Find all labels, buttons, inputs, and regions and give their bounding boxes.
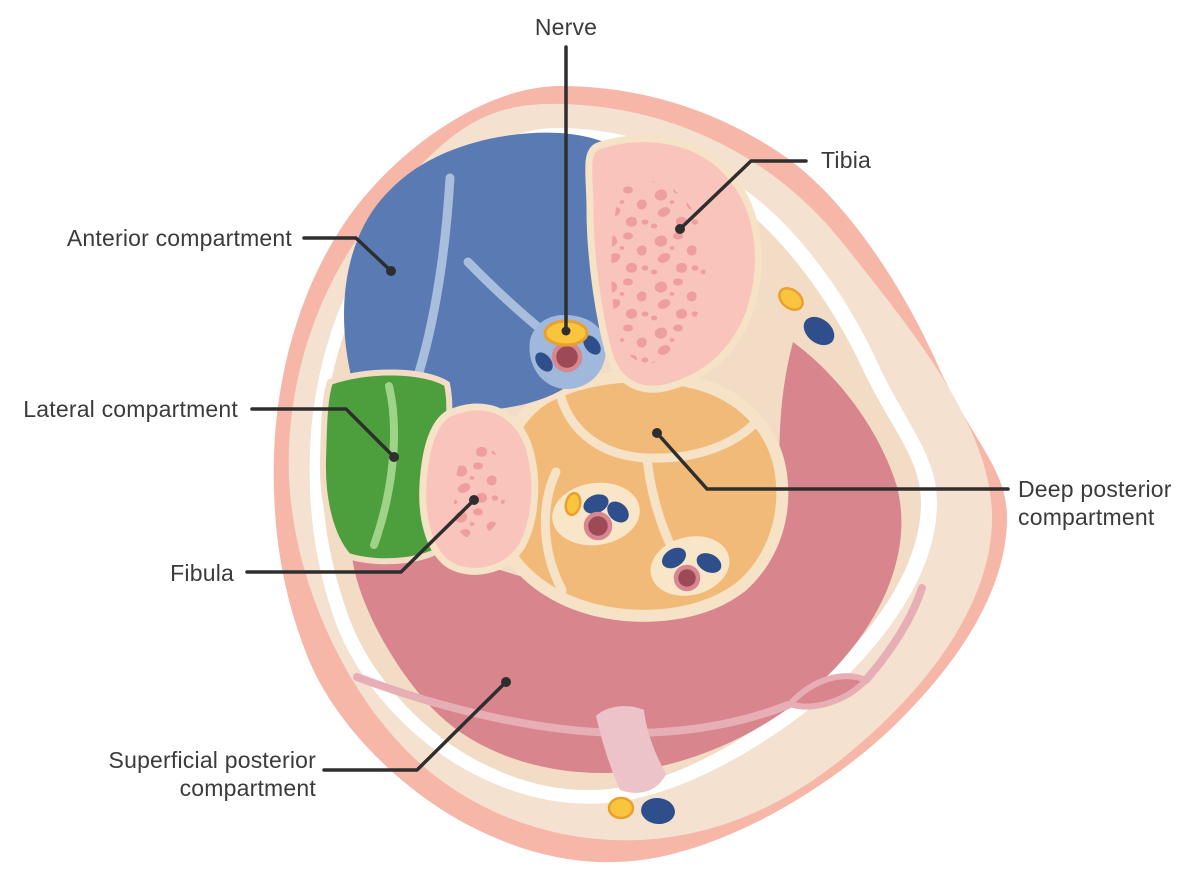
fibula-leader-line (245, 498, 476, 574)
lateral-leader-line (250, 407, 396, 459)
superficial-leader-line (322, 680, 508, 772)
tibial-nerve (564, 491, 582, 517)
sural-nerve-bottom (607, 796, 635, 820)
anterior-leader-dot (386, 266, 396, 276)
saphenous-bundle-top (778, 287, 835, 346)
anterior-vein-1 (583, 335, 601, 355)
tibia-label: Tibia (821, 147, 871, 173)
anterior-compartment (344, 132, 623, 411)
nerve-leader-dot (561, 326, 571, 336)
tibia-leader-dot (675, 224, 685, 234)
superficial-posterior-muscle (352, 342, 902, 774)
muscle-belly-gap (596, 706, 666, 793)
superficial-label-line1: Superficial posterior (108, 747, 316, 773)
posterior-tibial-vein-1 (583, 494, 609, 514)
saphenous-bundle-bottom (607, 796, 675, 825)
fibula-trabecular-speckles (454, 446, 506, 539)
lateral-compartment-label: Lateral compartment (23, 396, 238, 422)
muscle-tendon-streak-upper (862, 584, 926, 684)
peroneal-artery (673, 564, 701, 592)
posterior-tibial-vein-2 (607, 501, 629, 523)
peroneal-vein-1 (661, 547, 687, 569)
deep-leader-dot (652, 428, 662, 438)
lateral-leader-dot (389, 452, 399, 462)
superficial-leader-dot (501, 677, 511, 687)
superficial-posterior-compartment-label: Superficial posterior compartment (109, 746, 316, 802)
fibula-leader-dot (469, 495, 479, 505)
deep-posterior-compartment (488, 370, 789, 622)
deep-muscle-divider-3 (540, 467, 567, 595)
posterior-tibial-artery (583, 511, 613, 541)
peroneal-vein-2 (696, 553, 722, 573)
fibula-bone (419, 403, 539, 575)
fibula-label: Fibula (170, 560, 234, 586)
anterior-muscle-divider-1 (411, 173, 455, 387)
tendon-lens (787, 673, 869, 710)
superficial-posterior-compartment (352, 342, 926, 793)
anterior-vein-2 (535, 352, 553, 372)
great-saphenous-vein (803, 316, 835, 346)
deep-label-line2: compartment (1018, 504, 1155, 530)
deep-posterior-compartment-label: Deep posterior compartment (1018, 475, 1172, 531)
tibia-leader-line (678, 159, 808, 231)
deep-label-line1: Deep posterior (1018, 476, 1172, 502)
anterior-leader-line (302, 236, 393, 273)
nerve-label: Nerve (534, 14, 598, 40)
deep-leader-line (655, 431, 1010, 491)
small-saphenous-vein (641, 797, 675, 825)
lateral-muscle-divider (370, 382, 399, 549)
leader-lines (245, 45, 1010, 772)
superficial-label-line2: compartment (179, 775, 316, 801)
anterior-tibial-artery (551, 341, 583, 373)
anterior-compartment-label: Anterior compartment (66, 225, 292, 251)
leader-dots (386, 224, 685, 687)
saphenous-nerve-top (778, 287, 804, 311)
